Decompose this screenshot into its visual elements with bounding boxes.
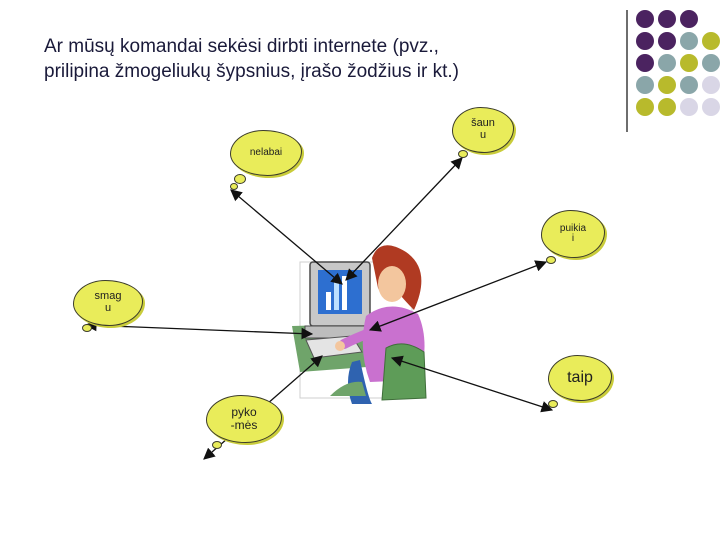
hand-shape	[335, 341, 345, 351]
title-line-1: Ar mūsų komandai sekėsi dirbti internete…	[44, 36, 439, 57]
bubble-puikiai-label-1: puikia	[559, 222, 587, 234]
slide-title: Ar mūsų komandai sekėsi dirbti internete…	[44, 34, 614, 84]
decor-dot	[658, 54, 676, 72]
decor-dot	[636, 10, 654, 28]
decor-dot	[636, 54, 654, 72]
decor-dot	[636, 32, 654, 50]
bubble-puikiai: puikia i	[541, 210, 605, 258]
bubble-pykomes: pyko -mės	[206, 395, 282, 443]
decor-dot	[636, 98, 654, 116]
screen-bar-shape	[334, 282, 339, 310]
decor-dot	[680, 76, 698, 94]
bubble-smagu-label-2: u	[104, 302, 112, 314]
decor-dot	[658, 32, 676, 50]
bubble-nelabai: nelabai	[230, 130, 302, 176]
decor-dot	[680, 98, 698, 116]
bubble-smagu: smag u	[73, 280, 143, 326]
decor-dot	[680, 54, 698, 72]
decorative-vertical-line	[626, 10, 628, 132]
bubble-pykomes-label-2: -mės	[230, 418, 258, 432]
decor-dot	[702, 32, 720, 50]
bubble-taip-tail	[548, 400, 558, 408]
chair-seat-shape	[330, 381, 366, 396]
decor-dot	[658, 76, 676, 94]
bubble-pykomes-label-1: pyko	[231, 405, 257, 420]
decor-dot	[680, 10, 698, 28]
decor-dot	[702, 76, 720, 94]
bubble-nelabai-tail	[230, 183, 238, 190]
screen-bar-shape	[326, 292, 331, 310]
bubble-pykomes-tail	[212, 441, 222, 449]
bubble-smagu-label-1: smag	[94, 290, 122, 303]
arm-shape	[339, 327, 377, 349]
bubble-taip-label: taip	[567, 368, 593, 386]
decor-dot	[702, 54, 720, 72]
bubble-saunu-label-2: u	[479, 129, 487, 141]
decor-dot	[658, 98, 676, 116]
computer-user-illustration	[292, 245, 427, 404]
decor-dot	[658, 10, 676, 28]
title-line-2: prilipina žmogeliukų šypsnius, įrašo žod…	[44, 61, 459, 82]
chair-shape	[381, 343, 427, 401]
decor-dot	[702, 98, 720, 116]
bubble-nelabai-label: nelabai	[249, 146, 283, 158]
bubble-smagu-tail	[82, 324, 92, 332]
arrow-smagu	[84, 319, 314, 340]
bubble-saunu-label-1: šaun	[471, 117, 495, 130]
bubble-nelabai-tail	[234, 174, 246, 184]
bubble-taip: taip	[548, 355, 612, 401]
bubble-saunu: šaun u	[452, 107, 514, 153]
arrow-saunu	[345, 157, 463, 281]
arrow-puikiai	[368, 260, 548, 332]
bubble-puikiai-tail	[546, 256, 556, 264]
decor-dot	[680, 32, 698, 50]
monitor-screen-shape	[318, 270, 362, 314]
arrow-taip	[390, 355, 554, 413]
bubble-saunu-tail	[458, 150, 468, 158]
face-shape	[378, 266, 406, 302]
screen-bar-shape	[342, 276, 347, 310]
decor-dot	[636, 76, 654, 94]
bubble-puikiai-label-2: i	[571, 233, 575, 244]
arrow-nelabai	[230, 189, 343, 285]
